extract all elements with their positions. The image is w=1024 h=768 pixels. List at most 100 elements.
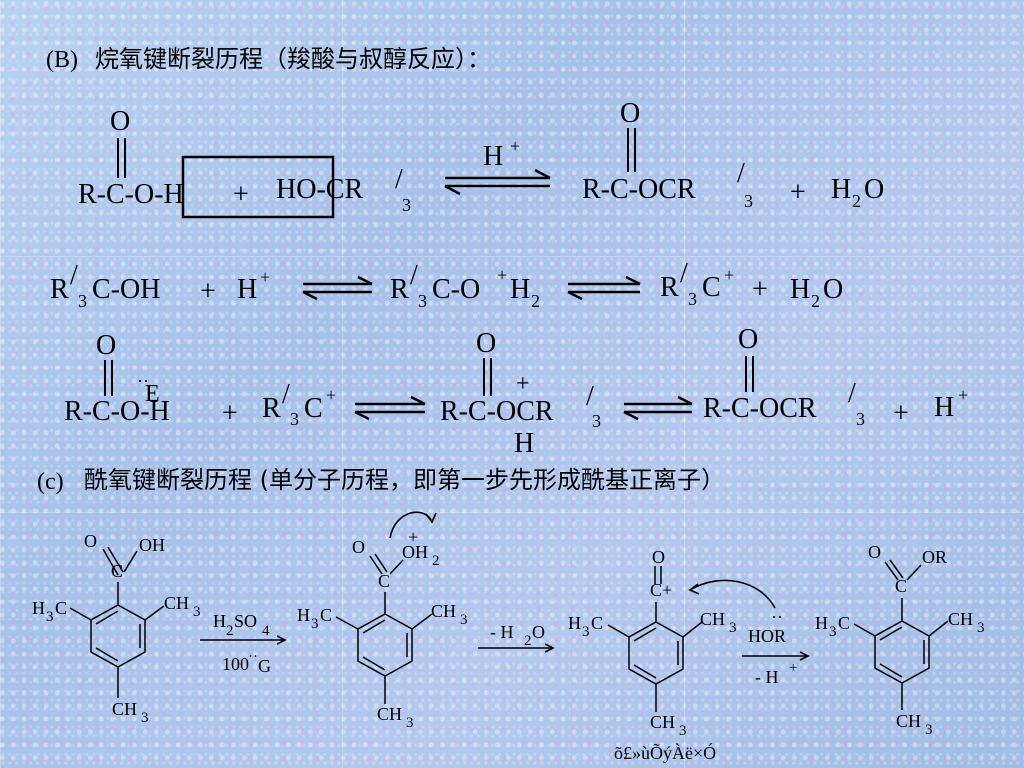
subscript: 3	[856, 409, 865, 429]
bg-grid-line	[0, 512, 1024, 513]
degree-dots: ··	[248, 649, 258, 665]
lone-pair: ··	[137, 371, 149, 391]
label-o: O	[652, 547, 665, 567]
equilibrium-arrow	[302, 275, 373, 301]
catalyst-h: H	[483, 141, 504, 172]
alcohol-hor: HOR	[748, 626, 787, 646]
lone-pair-glyph: E	[145, 381, 160, 407]
subscript: 3	[290, 409, 299, 429]
label-ch3: CH	[700, 609, 726, 629]
label-ch3: CH	[948, 609, 974, 629]
acid-reactant: R-C-O-H	[64, 396, 170, 427]
bg-grid-line	[342, 0, 343, 768]
bg-grid-line	[0, 0, 1, 768]
equilibrium-arrow	[567, 275, 641, 301]
product-carbonyl-oxygen: O	[620, 98, 641, 129]
temperature-unit: G	[258, 656, 271, 676]
plus-sign: +	[893, 398, 909, 429]
reaction-arrow	[742, 651, 810, 661]
subscript: 3	[193, 604, 201, 620]
label-o: O	[868, 542, 881, 562]
acylium-ion: C+	[650, 580, 673, 600]
ester-product: R-C-OCR	[703, 393, 817, 424]
ester-carbonyl-oxygen: O	[738, 324, 759, 355]
label-c: C	[378, 571, 391, 591]
subscript: 3	[406, 715, 414, 731]
curved-arrow	[389, 511, 433, 539]
reactant-acid: R-C-O-H	[78, 179, 184, 210]
water-h: H	[790, 274, 811, 305]
subscript: 3	[592, 411, 601, 431]
proton: H	[934, 392, 955, 423]
plus-sign: +	[752, 274, 768, 305]
label-h3c-c: C	[838, 613, 851, 633]
subscript: 2	[432, 553, 440, 569]
benzene-ring	[853, 559, 949, 710]
plus-sign: +	[222, 398, 238, 429]
tertiary-alcohol-r: R	[50, 274, 69, 305]
subscript: 3	[744, 191, 753, 211]
subscript: 3	[679, 723, 687, 739]
reaction-arrow	[200, 635, 287, 645]
label-o: O	[84, 531, 97, 551]
label-h3c: H	[297, 605, 310, 625]
garbled-caption: õ£»ùÕýÀë×Ó	[614, 743, 717, 763]
proton-charge: +	[260, 267, 271, 287]
subscript: 3	[977, 620, 985, 636]
oxonium: C-O	[432, 274, 481, 305]
prime-mark: /	[410, 260, 418, 291]
oxonium-charge: +	[516, 371, 530, 397]
benzene-ring	[69, 546, 165, 698]
oxonium-h: H	[514, 428, 535, 459]
label-or: OR	[922, 547, 948, 567]
product-water-h: H	[831, 174, 852, 205]
benzene-ring	[607, 566, 703, 712]
catalyst-charge: +	[510, 136, 521, 156]
prime-mark: /	[395, 164, 403, 195]
subscript: 3	[402, 195, 411, 215]
subscript: 2	[811, 291, 820, 311]
product-ester: R-C-OCR	[582, 174, 696, 205]
label-h3c: H	[32, 598, 45, 618]
plus-sign: +	[200, 276, 216, 307]
subscript: 3	[141, 710, 149, 726]
bg-grid-line	[684, 0, 685, 768]
label-ch3: CH	[112, 699, 138, 719]
carbocation-charge: +	[326, 385, 337, 405]
curved-arrow	[689, 579, 776, 609]
oxonium-charge: +	[408, 527, 419, 547]
proton: H	[237, 274, 258, 305]
product-water-o: O	[864, 174, 885, 205]
heading-b-text: 烷氧键断裂历程（羧酸与叔醇反应）：	[95, 45, 491, 73]
prime-mark: /	[70, 260, 78, 291]
subscript: 2	[226, 623, 234, 639]
intermediate-carbonyl-oxygen: O	[476, 328, 497, 359]
subscript: 3	[460, 612, 468, 628]
subscript: 2	[524, 633, 532, 649]
subscript: 4	[262, 623, 270, 639]
curved-arrow-head	[425, 512, 437, 524]
reaction-arrow	[478, 643, 555, 653]
oxonium-h: H	[510, 274, 531, 305]
prime-mark: /	[680, 258, 688, 289]
label-h3c: H	[568, 613, 581, 633]
curved-arrow-head	[688, 583, 700, 595]
prime-mark: /	[586, 381, 594, 412]
label-c: C	[895, 576, 908, 596]
label-h3c: H	[815, 613, 828, 633]
prime-mark: /	[737, 158, 745, 189]
temperature: 100	[222, 654, 249, 674]
benzene-ring	[335, 553, 433, 704]
plus-sign: +	[790, 177, 806, 208]
subscript: 2	[531, 291, 540, 311]
subscript: 3	[582, 624, 590, 640]
carbocation-r: R	[660, 272, 679, 303]
subscript: 3	[829, 624, 837, 640]
oxonium-charge: +	[497, 265, 508, 285]
subscript: 3	[925, 722, 933, 738]
carbocation-r: R	[262, 393, 281, 424]
cleavage-box	[181, 155, 335, 219]
label-ch3: CH	[431, 601, 457, 621]
carbocation-charge: +	[724, 265, 735, 285]
